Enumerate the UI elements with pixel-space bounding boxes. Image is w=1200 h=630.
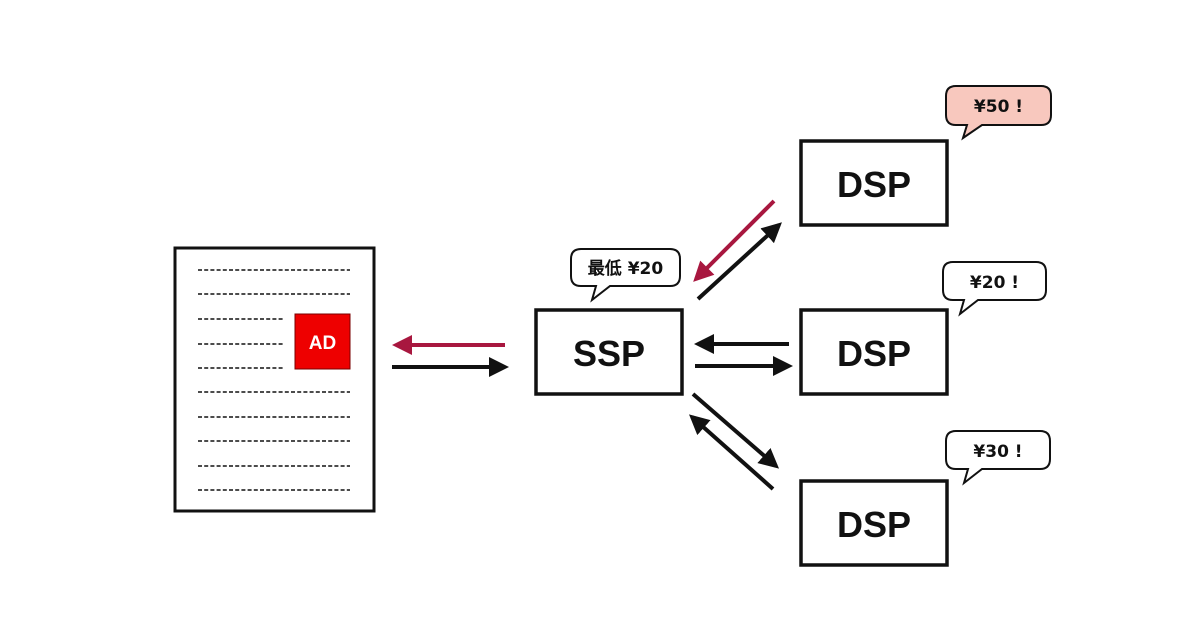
bid-request-arrow-dsp3 (691, 392, 780, 469)
dsp-bid-bubble-1: ¥50 ! (945, 85, 1052, 141)
web-page: AD (173, 246, 376, 513)
bid-response-arrow-dsp3 (689, 414, 775, 491)
dsp-bid-bubble-2: ¥20 ! (942, 261, 1047, 317)
web-page-frame (173, 246, 376, 513)
dsp-node-1: DSP (799, 139, 949, 227)
dsp-bid-bubble-shape (945, 85, 1052, 141)
ssp-node: SSP (534, 308, 684, 396)
winning-bid-response-arrow-dsp1 (693, 199, 776, 282)
ad-slot-label: AD (309, 333, 336, 354)
bid-request-arrow-dsp1 (696, 222, 782, 301)
ssp-floor-bubble: 最低 ¥20 (570, 248, 681, 303)
dsp-box (799, 308, 949, 396)
dsp-label: DSP (837, 504, 911, 545)
dsp-node-2: DSP (799, 308, 949, 396)
dsp-box (799, 139, 949, 227)
dsp-bid-amount: ¥20 ! (970, 273, 1019, 293)
dsp-bid-bubble-shape (945, 430, 1051, 486)
dsp-box (799, 479, 949, 567)
dsp-label: DSP (837, 164, 911, 205)
ad-slot (294, 313, 351, 370)
ssp-floor-price: 最低 ¥20 (588, 258, 664, 279)
dsp-bid-amount: ¥30 ! (973, 442, 1022, 462)
ssp-box (534, 308, 684, 396)
ssp-label: SSP (573, 333, 645, 374)
ssp-floor-bubble-shape (570, 248, 681, 303)
dsp-label: DSP (837, 333, 911, 374)
web-page-text-lines (198, 269, 350, 491)
dsp-bid-bubble-3: ¥30 ! (945, 430, 1051, 486)
dsp-bid-amount: ¥50 ! (974, 97, 1023, 117)
dsp-node-3: DSP (799, 479, 949, 567)
dsp-bid-bubble-shape (942, 261, 1047, 317)
